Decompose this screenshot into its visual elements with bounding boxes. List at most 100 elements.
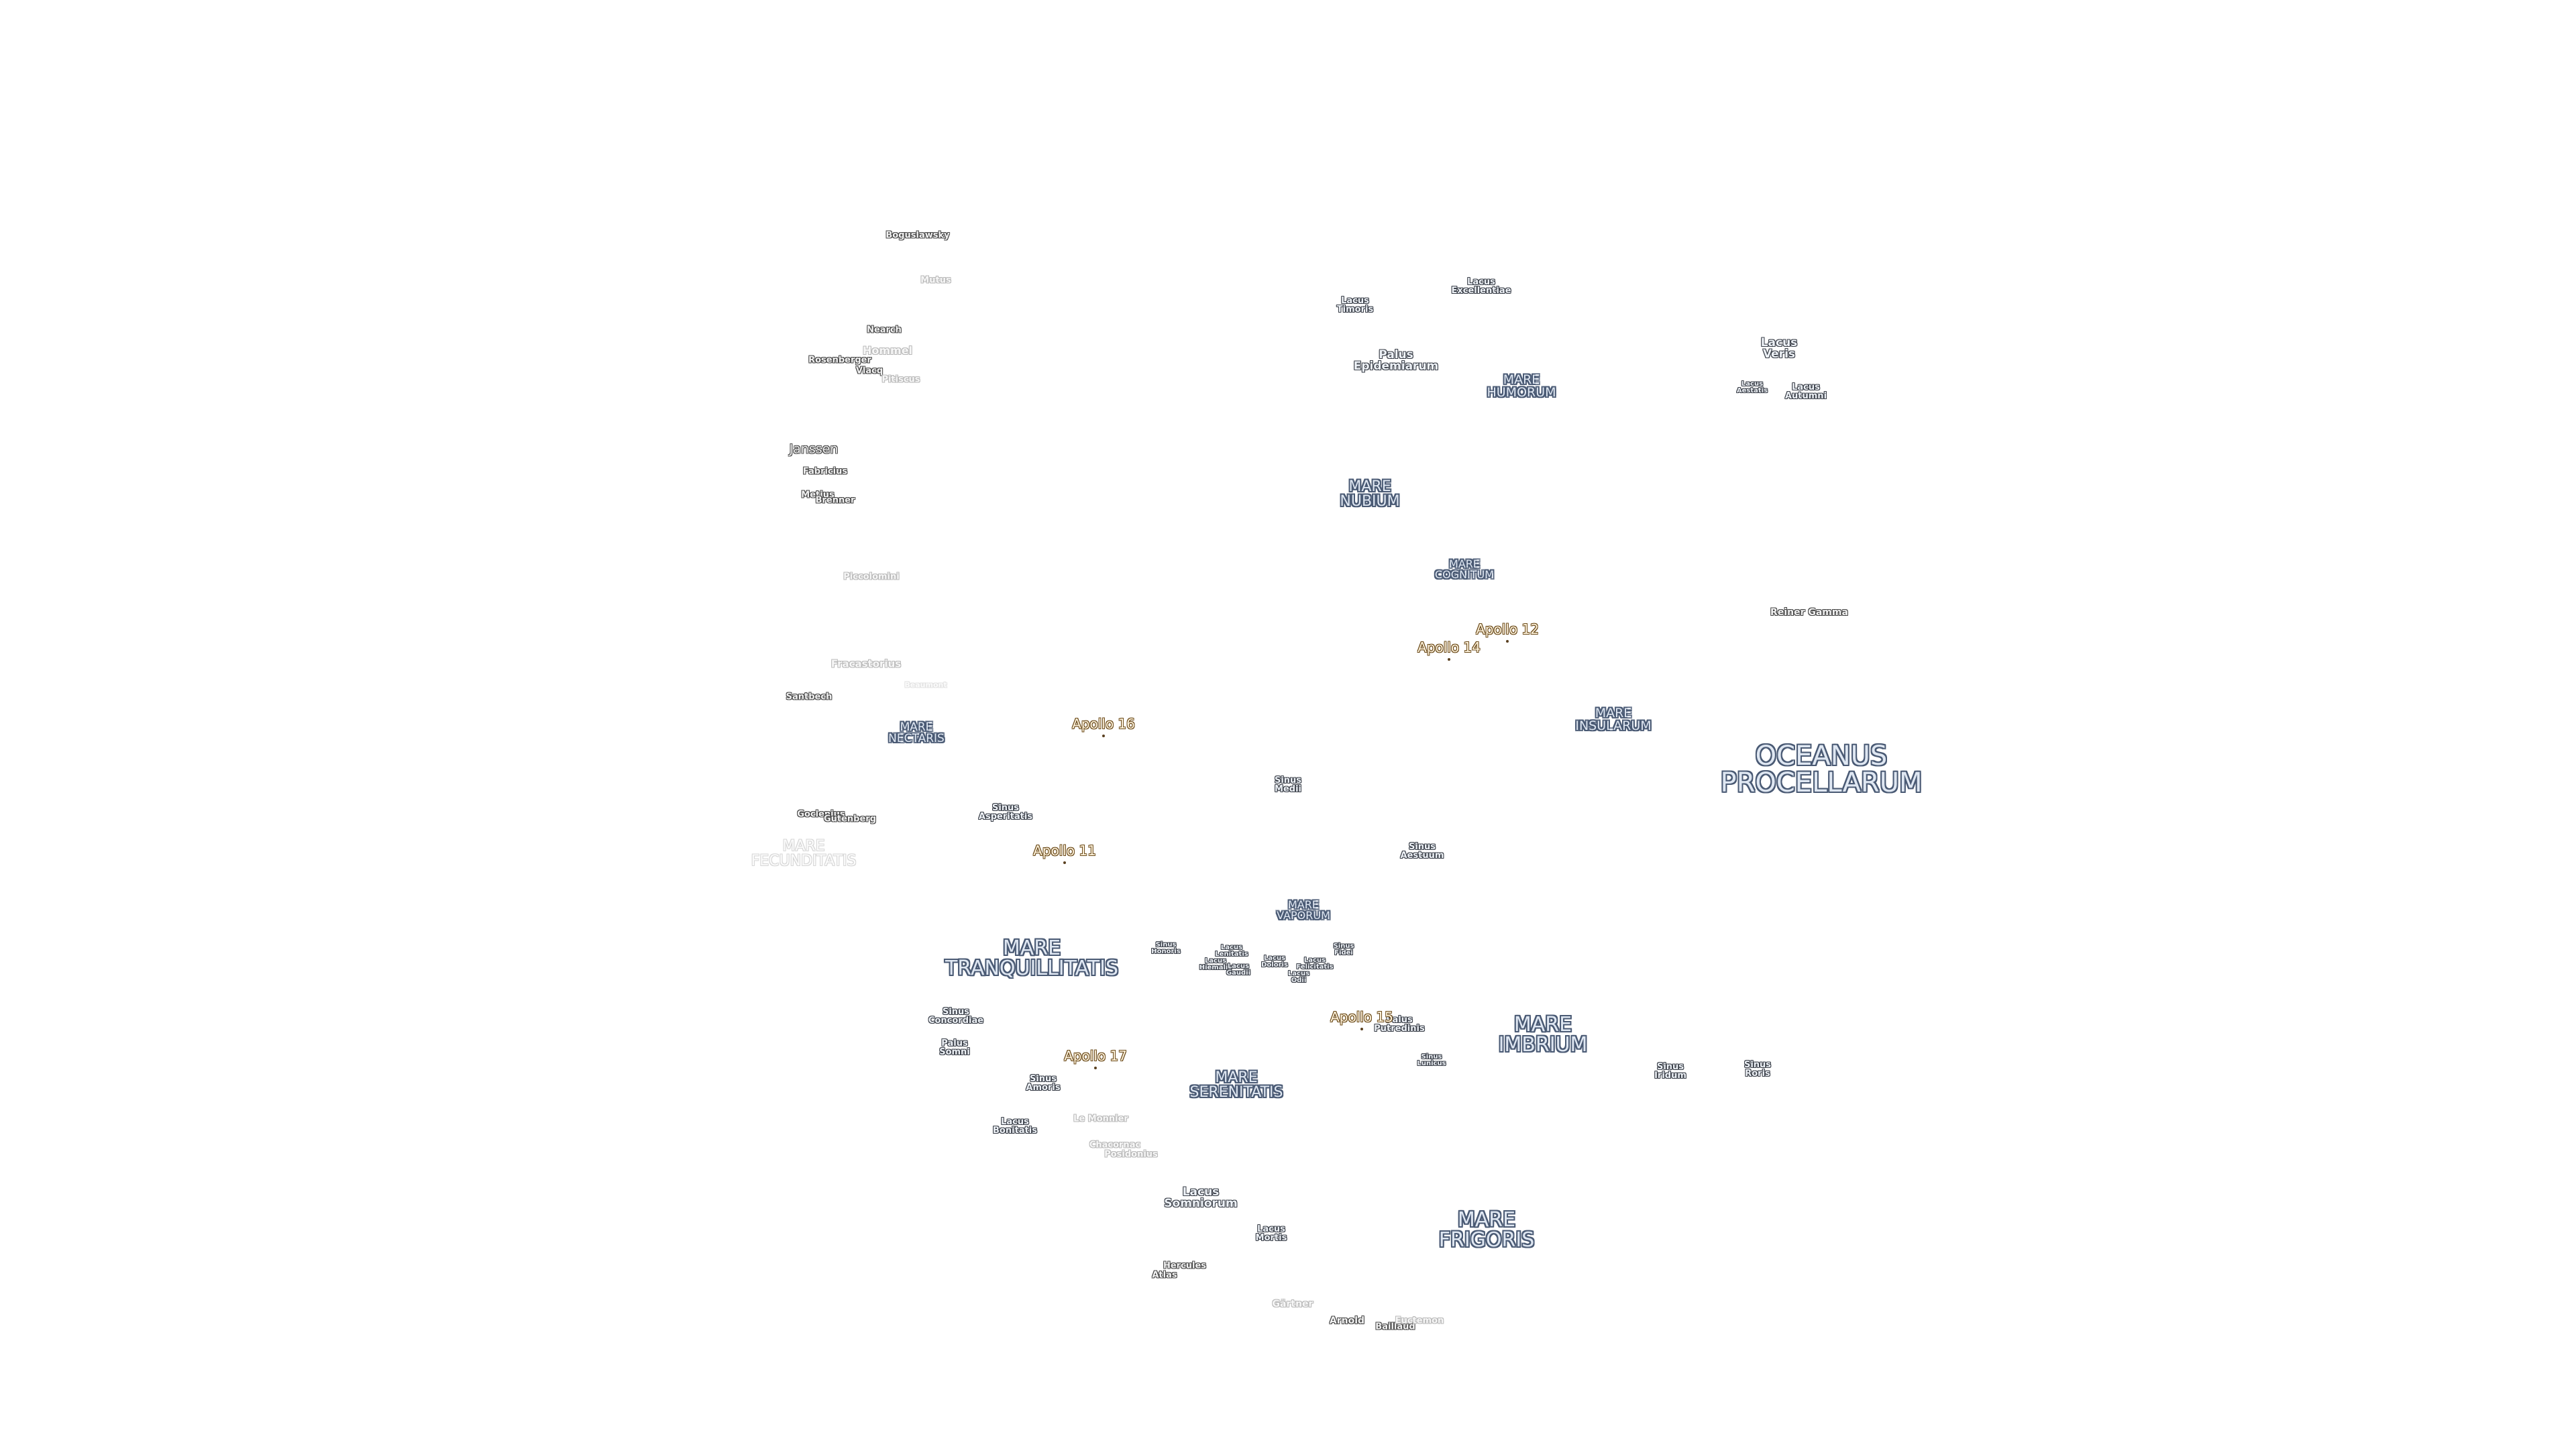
- apollo-site-14-marker: [1448, 658, 1450, 661]
- feature-label-sinus-medii: Sinus Medii: [1275, 776, 1301, 794]
- mare-label-nectaris: MARE NECTARIS: [888, 722, 945, 745]
- crater-label-gartner: Gärtner: [1272, 1299, 1313, 1309]
- feature-label-lacus-felicitatis: Lacus Felicitatis: [1296, 957, 1333, 971]
- feature-label-line: Palus: [1386, 1015, 1413, 1025]
- feature-label-line: Autumni: [1784, 391, 1827, 401]
- feature-label-line: Timoris: [1336, 305, 1374, 315]
- feature-label-line: Gaudii: [1226, 969, 1251, 977]
- mare-label-line: MARE: [1002, 936, 1061, 960]
- mare-label-insularum: MARE INSULARUM: [1575, 707, 1651, 733]
- feature-label-line: Palus: [941, 1038, 968, 1049]
- feature-label-line: Lacus: [1303, 957, 1326, 964]
- mare-label-line: MARE: [1457, 1208, 1516, 1232]
- crater-label-fracastorius: Fracastorius: [830, 657, 902, 670]
- crater-label-brenner: Brenner: [815, 495, 855, 506]
- feature-label-line: Lacus: [1001, 1117, 1029, 1127]
- feature-label-lacus-hiemalis: Lacus Hiemalis: [1199, 958, 1232, 971]
- mare-label-line: MARE: [782, 838, 825, 855]
- apollo-site-17-marker: [1094, 1067, 1097, 1069]
- mare-label-frigoris: MARE FRIGORIS: [1439, 1210, 1535, 1250]
- feature-label-line: Sinus: [991, 803, 1020, 813]
- mare-label-line: MARE: [1288, 898, 1319, 911]
- mare-label-vaporum: MARE VAPORUM: [1277, 900, 1330, 921]
- crater-label-mutus: Mutus: [920, 275, 951, 286]
- feature-label-line: Palus: [1379, 348, 1413, 362]
- feature-label-line: Lenitatis: [1215, 951, 1248, 958]
- crater-label-nearch: Nearch: [867, 325, 902, 335]
- feature-label-line: Veris: [1762, 347, 1796, 361]
- crater-label-beaumont: Beaumont: [904, 680, 947, 690]
- apollo-site-12[interactable]: Apollo 12: [1476, 621, 1539, 637]
- apollo-site-15-marker: [1360, 1028, 1363, 1030]
- feature-label-line: Somni: [939, 1047, 970, 1057]
- feature-label-lacus-bonitatis: Lacus Bonitatis: [993, 1118, 1037, 1135]
- feature-label-line: Lacus: [1792, 382, 1820, 392]
- crater-label-gutenberg: Gutenberg: [823, 814, 877, 824]
- feature-label-line: Lacus: [1341, 296, 1369, 306]
- feature-label-line: Mortis: [1255, 1233, 1287, 1243]
- feature-label-line: Sinus: [1274, 775, 1302, 786]
- feature-label-palus-epidemiarum: Palus Epidemiarum: [1354, 350, 1439, 372]
- crater-label-fabricius: Fabricius: [802, 466, 848, 477]
- crater-label-reiner-gamma: Reiner Gamma: [1770, 607, 1848, 618]
- feature-label-lacus-doloris: Lacus Doloris: [1261, 955, 1288, 969]
- apollo-site-11[interactable]: Apollo 11: [1033, 843, 1096, 859]
- mare-label-line: SERENITATIS: [1189, 1084, 1283, 1101]
- apollo-site-15[interactable]: Apollo 15: [1330, 1009, 1393, 1025]
- crater-label-baillaud: Baillaud: [1375, 1322, 1415, 1332]
- feature-label-line: Medii: [1275, 784, 1301, 794]
- mare-label-line: TRANQUILLITATIS: [945, 957, 1119, 980]
- feature-label-line: Putredinis: [1374, 1024, 1425, 1034]
- crater-label-boguslawsky: Boguslawsky: [885, 230, 950, 241]
- feature-label-sinus-roris: Sinus Roris: [1744, 1061, 1771, 1078]
- feature-label-line: Concordiae: [928, 1016, 984, 1026]
- feature-label-line: Sinus: [1408, 842, 1436, 852]
- apollo-site-14[interactable]: Apollo 14: [1417, 639, 1481, 655]
- mare-label-tranquillitatis: MARE TRANQUILLITATIS: [945, 938, 1118, 979]
- crater-label-posidonius: Posidonius: [1104, 1149, 1158, 1160]
- feature-label-line: Sinus: [1656, 1062, 1684, 1072]
- ocean-label-line: PROCELLARUM: [1720, 767, 1923, 798]
- mare-label-humorum: MARE HUMORUM: [1487, 374, 1556, 399]
- feature-label-line: Doloris: [1261, 961, 1288, 969]
- feature-label-line: Iridum: [1654, 1071, 1686, 1081]
- feature-label-line: Lacus: [1263, 955, 1286, 962]
- mare-label-line: MARE: [900, 720, 933, 734]
- feature-label-lacus-aestatis: Lacus Aestatis: [1737, 381, 1768, 394]
- feature-label-line: Epidemiarum: [1353, 360, 1439, 373]
- feature-label-palus-somni: Palus Somni: [939, 1039, 970, 1057]
- feature-label-lacus-lenitatis: Lacus Lenitatis: [1215, 945, 1248, 958]
- mare-label-line: MARE: [1449, 557, 1480, 570]
- feature-label-line: Lacus: [1204, 957, 1227, 965]
- crater-label-goclenius: Goclenius: [797, 809, 845, 820]
- feature-label-line: Somniorum: [1164, 1197, 1238, 1210]
- mare-label-line: MARE: [1348, 478, 1391, 495]
- crater-label-euctemon: Euctemon: [1395, 1316, 1444, 1326]
- feature-label-line: Lacus: [1760, 336, 1798, 350]
- feature-label-lacus-veris: Lacus Veris: [1761, 337, 1798, 360]
- feature-label-line: Lacus: [1182, 1185, 1220, 1199]
- crater-label-janssen: Janssen: [789, 441, 839, 457]
- mare-label-fecunditatis: MARE FECUNDITATIS: [751, 839, 857, 869]
- feature-label-line: Lunicus: [1417, 1060, 1446, 1067]
- mare-label-line: INSULARUM: [1575, 718, 1652, 733]
- feature-label-sinus-honoris: Sinus Honoris: [1151, 942, 1181, 955]
- mare-label-line: IMBRIUM: [1498, 1033, 1588, 1057]
- feature-label-line: Lacus: [1220, 944, 1243, 951]
- mare-label-line: MARE: [1503, 372, 1540, 387]
- mare-label-line: NECTARIS: [888, 732, 945, 745]
- feature-label-line: Hiemalis: [1199, 964, 1232, 971]
- mare-label-line: FECUNDITATIS: [751, 853, 857, 869]
- feature-label-line: Sinus: [1155, 941, 1177, 949]
- crater-label-vlacq: Vlacq: [855, 366, 883, 376]
- apollo-site-16[interactable]: Apollo 16: [1072, 716, 1135, 732]
- mare-label-line: MARE: [1513, 1013, 1572, 1036]
- feature-label-lacus-odii: Lacus Odii: [1288, 971, 1309, 984]
- crater-label-santbech: Santbech: [786, 692, 833, 702]
- apollo-site-17[interactable]: Apollo 17: [1064, 1048, 1127, 1064]
- feature-label-line: Aestuum: [1400, 851, 1444, 861]
- apollo-site-11-marker: [1063, 861, 1066, 864]
- crater-label-atlas: Atlas: [1152, 1270, 1177, 1281]
- apollo-site-16-marker: [1102, 735, 1105, 737]
